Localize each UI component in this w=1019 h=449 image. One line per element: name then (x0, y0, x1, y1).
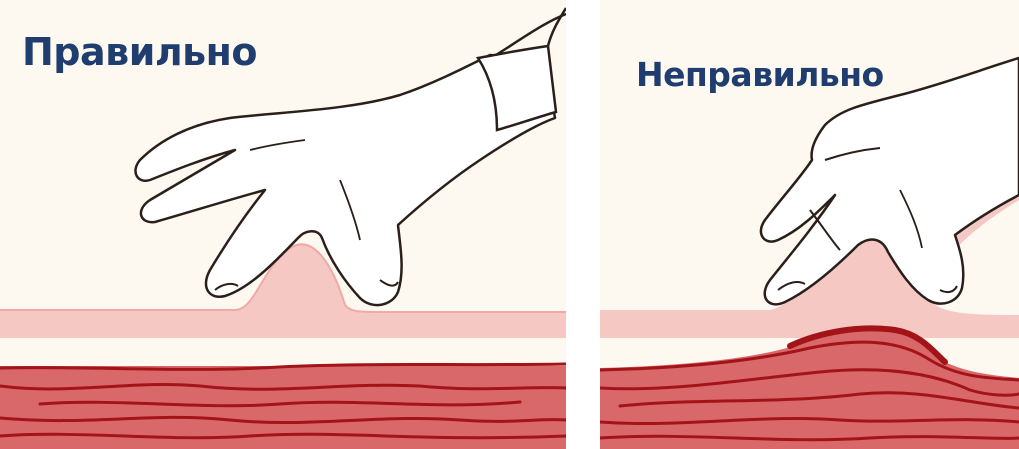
panel-incorrect: Неправильно (600, 0, 1019, 449)
panel-correct: Правильно (0, 0, 566, 449)
label-correct: Правильно (22, 30, 257, 74)
panel-divider (566, 0, 600, 449)
label-incorrect: Неправильно (636, 55, 884, 94)
